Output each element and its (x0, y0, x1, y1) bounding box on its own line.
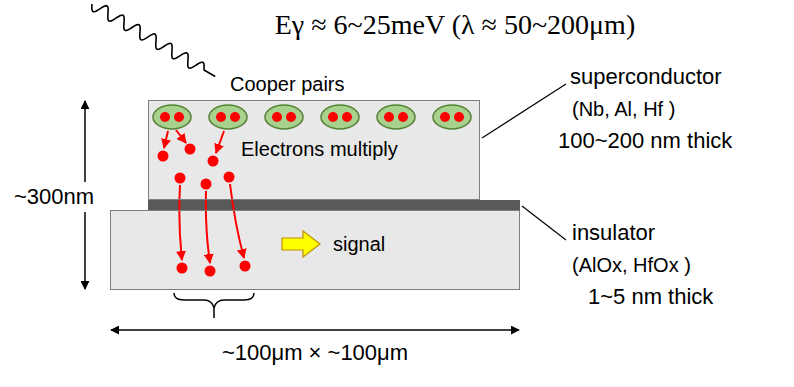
electron (328, 112, 338, 122)
electron-arrow (230, 184, 244, 258)
photon (92, 4, 215, 77)
electron-arrow (206, 191, 210, 263)
electron (240, 261, 251, 272)
material-list: (Nb, Al, Hf ) (572, 97, 675, 121)
electron-paths (164, 130, 244, 263)
superconductor-layer: Electrons multiply (148, 100, 480, 200)
electron-arrow (216, 131, 224, 153)
electron (158, 151, 169, 162)
thickness-label: 100~200 nm thick (558, 128, 732, 154)
layer-name: superconductor (570, 64, 722, 90)
electron (272, 112, 282, 122)
cooper-pair (153, 105, 191, 129)
electron-arrow (179, 185, 182, 260)
leader-line (522, 206, 566, 240)
cooper-pair (433, 105, 471, 129)
electron (384, 112, 394, 122)
electron (286, 112, 296, 122)
signal-arrow (282, 231, 320, 257)
dimension-label: ~300nm (12, 182, 96, 212)
dimension-label: ~100μm × ~100μm (222, 340, 408, 366)
superconductor-layer (148, 100, 480, 200)
electron (208, 156, 219, 167)
leader-line (482, 84, 566, 138)
layer-name: insulator (572, 220, 655, 246)
dimension-arrow (111, 329, 519, 331)
electron (174, 112, 184, 122)
cooper-pair (209, 105, 247, 129)
energy-label: Eγ ≈ 6~25meV (λ ≈ 50~200μm) (275, 8, 635, 42)
electron-arrow (164, 131, 168, 148)
photon-wave (92, 4, 215, 77)
electron (454, 112, 464, 122)
electron (398, 112, 408, 122)
electron (342, 112, 352, 122)
electron (440, 112, 450, 122)
electron (160, 112, 170, 122)
superconductor-layer (110, 210, 520, 290)
cooper-pair (377, 105, 415, 129)
electron (185, 144, 196, 155)
superconductor-layer: signal (110, 210, 520, 290)
electron (201, 179, 212, 190)
cooper-pair (321, 105, 359, 129)
insulator-layer (148, 200, 520, 210)
cooper-pair (265, 105, 303, 129)
electron (205, 266, 216, 277)
cooper-pairs-label: Cooper pairs (230, 72, 345, 96)
electron (224, 172, 235, 183)
layer-text: Electrons multiply (241, 137, 398, 161)
brace (174, 293, 254, 318)
electron-arrow (176, 130, 186, 143)
electron (175, 173, 186, 184)
electron (230, 112, 240, 122)
cooper-pairs (153, 105, 471, 129)
thickness-label: 1~5 nm thick (588, 284, 713, 310)
layer-text: signal (333, 232, 385, 256)
material-list: (AlOx, HfOx ) (572, 253, 691, 277)
electron (177, 263, 188, 274)
electron (216, 112, 226, 122)
